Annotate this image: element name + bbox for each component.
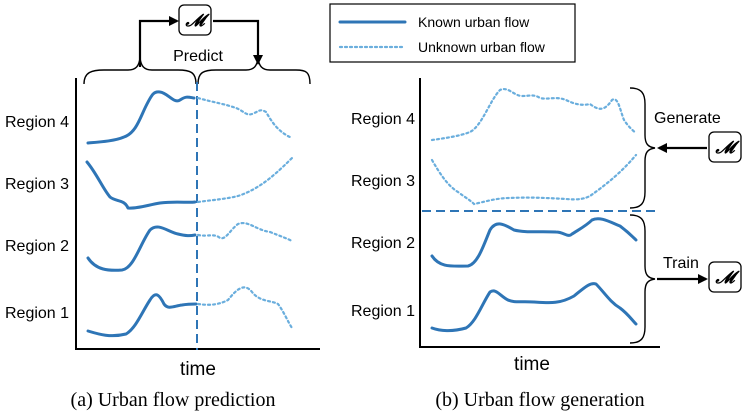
- x-axis-label: time: [514, 354, 550, 375]
- model-box: [178, 4, 212, 36]
- region-3-unknown-flow: [196, 156, 294, 204]
- predict-label: Predict: [173, 48, 223, 65]
- axes: [75, 78, 320, 350]
- axes: [419, 78, 660, 348]
- region-3-known-flow: [85, 160, 197, 210]
- legend: Known urban flow Unknown urban flow: [329, 3, 576, 63]
- trained-model-box: [708, 261, 742, 293]
- panel-prediction: 𝓜 Predict Region 4 Region 3 Region 2 Reg…: [5, 4, 320, 411]
- generator-model-symbol: 𝓜: [714, 138, 740, 158]
- region-1-known-flow: [430, 282, 638, 333]
- generator-model-box: [708, 131, 742, 163]
- panel-generation: Region 4 Region 3 Region 2 Region 1 time…: [351, 78, 742, 411]
- generate-brace: [629, 87, 656, 209]
- region-1-unknown-flow: [196, 286, 294, 330]
- trained-model-symbol: 𝓜: [714, 268, 740, 288]
- region-1-known-flow: [86, 293, 198, 338]
- region-label-3: Region 3: [5, 176, 69, 193]
- region-4-known-flow: [86, 90, 196, 145]
- region-4-unknown-flow: [430, 88, 638, 142]
- region-label-2: Region 2: [5, 238, 69, 255]
- generate-label: Generate: [654, 110, 721, 127]
- region-label-2: Region 2: [351, 235, 415, 252]
- region-label-4: Region 4: [351, 111, 415, 128]
- region-2-unknown-flow: [196, 222, 294, 243]
- region-label-4: Region 4: [5, 114, 69, 131]
- predict-arrow-out: [213, 19, 263, 65]
- region-2-known-flow: [430, 217, 638, 268]
- region-3-unknown-flow: [430, 153, 638, 206]
- region-label-1: Region 1: [351, 303, 415, 320]
- legend-box: [329, 3, 576, 63]
- train-brace: [629, 214, 656, 344]
- x-axis-label: time: [180, 359, 216, 380]
- future-brace: [197, 57, 311, 85]
- model-symbol: 𝓜: [184, 11, 210, 31]
- region-label-1: Region 1: [5, 305, 69, 322]
- caption-b: (b) Urban flow generation: [435, 389, 644, 411]
- train-label: Train: [663, 255, 699, 272]
- legend-unknown-label: Unknown urban flow: [418, 39, 546, 55]
- region-label-3: Region 3: [351, 173, 415, 190]
- predict-arrow-in: [138, 16, 179, 67]
- region-4-unknown-flow: [196, 96, 294, 140]
- history-brace: [83, 57, 197, 85]
- legend-known-label: Known urban flow: [418, 14, 530, 30]
- caption-a: (a) Urban flow prediction: [71, 389, 276, 411]
- region-2-known-flow: [86, 225, 197, 272]
